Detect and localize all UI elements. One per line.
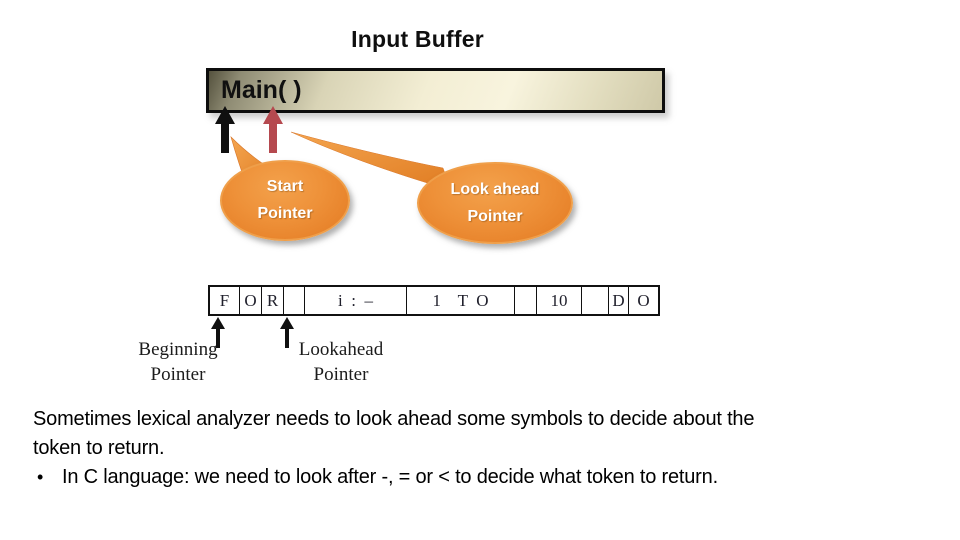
- lookahead-pointer-arrow2-icon: [280, 317, 294, 348]
- buffer-cell: [284, 287, 305, 314]
- buffer-cell: R: [262, 287, 284, 314]
- body-text-line2: token to return.: [33, 437, 165, 459]
- beginning-pointer-label-line1: Beginning: [138, 339, 218, 360]
- lookahead-pointer-callout-line2: Pointer: [467, 207, 523, 225]
- beginning-pointer-arrow-icon: [211, 317, 225, 348]
- start-pointer-arrow-icon: [215, 106, 235, 153]
- body-bullet-text: In C language: we need to look after -, …: [62, 466, 718, 488]
- main-bar-label: Main( ): [221, 76, 302, 104]
- buffer-cell: O: [240, 287, 262, 314]
- start-pointer-callout-line1: Start: [266, 178, 304, 195]
- beginning-pointer-label: Beginning Pointer: [123, 337, 233, 387]
- buffer-cell: F: [210, 287, 240, 314]
- lookahead-pointer-label-line2: Pointer: [313, 364, 369, 385]
- slide-title: Input Buffer: [351, 26, 484, 52]
- beginning-pointer-label-line2: Pointer: [150, 364, 206, 385]
- buffer-cell: [515, 287, 537, 314]
- lookahead-pointer-callout-line1: Look ahead: [450, 180, 540, 198]
- body-text: Sometimes lexical analyzer needs to look…: [33, 405, 913, 492]
- lookahead-pointer-callout: Look ahead Pointer: [417, 162, 573, 244]
- buffer-cell: [582, 287, 609, 314]
- buffer-cell: 1 T O: [407, 287, 515, 314]
- start-pointer-callout: Start Pointer: [220, 160, 350, 241]
- lookahead-pointer-arrow-icon: [263, 106, 283, 153]
- lookahead-pointer-label: Lookahead Pointer: [286, 337, 396, 387]
- body-bullet-row: • In C language: we need to look after -…: [33, 463, 913, 492]
- main-buffer-bar: Main( ): [206, 68, 665, 113]
- buffer-cell: O: [637, 290, 650, 310]
- buffer-cell: 10: [537, 287, 582, 314]
- buffer-cell: i : –: [305, 287, 407, 314]
- body-text-line1: Sometimes lexical analyzer needs to look…: [33, 408, 755, 430]
- lookahead-pointer-label-line1: Lookahead: [298, 339, 384, 360]
- buffer-cell: D: [609, 287, 629, 314]
- bullet-icon: •: [37, 467, 44, 487]
- start-pointer-callout-line2: Pointer: [257, 205, 313, 222]
